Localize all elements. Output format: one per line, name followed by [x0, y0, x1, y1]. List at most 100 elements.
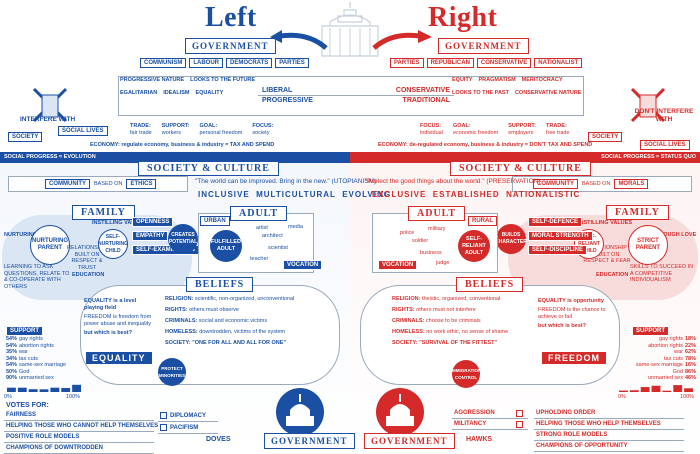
job: artist: [256, 225, 268, 231]
right-economy: ECONOMY: de-regulated economy, business …: [378, 142, 593, 148]
support-bar: [17, 387, 27, 392]
left-bottom-government: GOVERNMENT: [264, 433, 355, 449]
job: judge: [436, 260, 450, 266]
support-pct: 78%: [684, 355, 696, 362]
right-beliefs-label: BELIEFS: [456, 277, 524, 292]
support-row: 54%gay rights: [6, 336, 80, 343]
party-tag: CONSERVATIVE: [476, 58, 532, 68]
belief-value: downtrodden, victims of the system: [199, 329, 286, 335]
party-tag: REPUBLICAN: [426, 58, 474, 68]
support-pct: 50%: [6, 368, 18, 375]
support-pct: 34%: [6, 355, 18, 362]
job: architect: [262, 233, 283, 239]
support-topic: tax cuts: [19, 355, 38, 362]
party-tag: NATIONALIST: [534, 58, 583, 68]
right-beliefs-list: RELIGION: theistic, organized, conventio…: [392, 294, 508, 349]
right-community-row: COMMUNITY BASED ON MORALS: [512, 176, 692, 192]
trait: MERITOCRACY: [521, 77, 563, 83]
support-pct: 54%: [6, 342, 18, 349]
focus-key: FOCUS:: [420, 123, 442, 129]
nurturing-parent: NURTURING PARENT: [30, 225, 70, 265]
left-votes-for: VOTES FOR:: [6, 402, 49, 409]
vote-item: CHAMPIONS OF DOWNTRODDEN: [4, 443, 154, 454]
vote-item: CHAMPIONS OF OPPORTUNITY: [534, 441, 684, 452]
hawks-label: HAWKS: [466, 436, 493, 443]
left-family-item: NURTURING LOVE: [4, 232, 54, 238]
trait: LOOKS TO THE PAST: [452, 89, 509, 96]
support-pct: 54%: [6, 336, 18, 342]
job: business: [420, 250, 442, 256]
doves-label: DOVES: [206, 436, 231, 443]
education-right: EDUCATION: [596, 272, 629, 278]
support-pct: 86%: [684, 368, 696, 375]
relationship-left: RELATIONSHIP BUILT ON RESPECT & TRUST: [67, 245, 107, 271]
focus-value: free trade: [546, 129, 570, 136]
trait: PRAGMATISM: [478, 77, 516, 83]
left-support-chart: 54%gay rights 54%abortion rights 35%war …: [6, 336, 80, 382]
strict-parent: STRICT PARENT: [628, 225, 668, 265]
support-bar: [673, 385, 683, 392]
support-topic: war: [19, 349, 28, 355]
support-row: 34%tax cuts: [6, 356, 80, 363]
vote-text: FAIRNESS: [6, 412, 37, 418]
vote-item: UPHOLDING ORDER: [534, 408, 684, 419]
support-row: 54%abortion rights: [6, 343, 80, 350]
openness-arrow: OPENNESS: [132, 217, 174, 227]
self-nurturing-child: SELF-NURTURING CHILD: [98, 229, 128, 259]
social-lives-tag-left: SOCIAL LIVES: [58, 126, 108, 136]
vote-item: HELPING THOSE WHO HELP THEMSELVES: [534, 419, 684, 430]
belief-row: HOMELESS: no work ethic, no sense of sha…: [392, 327, 508, 338]
support-topic: gay rights: [19, 336, 43, 342]
support-topic: abortion rights: [19, 342, 54, 349]
right-family-label: FAMILY: [606, 205, 669, 220]
vocation-tag-left: VOCATION: [283, 260, 323, 270]
trait: IDEALISM: [163, 89, 190, 96]
party-tag: COMMUNISM: [140, 58, 187, 68]
equality-line: but which is best?: [84, 330, 132, 336]
job: military: [428, 226, 446, 232]
left-community-row: COMMUNITY BASED ON ETHICS: [8, 176, 188, 192]
vote-text: AGGRESSION: [454, 410, 495, 416]
freedom-line: but which is best?: [538, 323, 586, 329]
party-tag: PARTIES: [275, 58, 309, 68]
capitol-icon: [321, 2, 379, 57]
job: scientist: [268, 245, 288, 251]
left-beliefs-cloud: [80, 285, 340, 385]
vote-item: MILITANCY: [452, 419, 528, 430]
vote-text: HELPING THOSE WHO CANNOT HELP THEMSELVES: [6, 423, 159, 429]
support-pct: 46%: [684, 375, 696, 381]
builds-character-label: BUILDS CHARACTER: [495, 232, 527, 245]
right-parties: PARTIES REPUBLICAN CONSERVATIVE NATIONAL…: [390, 58, 583, 68]
belief-value: no work ethic, no sense of shame: [426, 329, 509, 335]
protect-minorities: PROTECT MINORITIES: [158, 358, 186, 386]
left-support-bars: [7, 384, 81, 392]
belief-value: theistic, organized, conventional: [421, 296, 501, 302]
belief-row: RELIGION: scientific, non-organized, unc…: [165, 294, 294, 305]
belief-value: "SURVIVAL OF THE FITTEST": [419, 340, 498, 346]
left-social-progress: SOCIAL PROGRESS = EVOLUTION: [0, 152, 350, 163]
support-bar: [61, 388, 71, 392]
focus-value: workers: [161, 129, 181, 136]
strict-parent-label: STRICT PARENT: [635, 238, 661, 251]
freedom-banner: FREEDOM: [542, 352, 606, 364]
focus-value: employers: [508, 129, 534, 136]
belief-value: "ONE FOR ALL AND ALL FOR ONE": [192, 340, 287, 346]
freedom-line: FREEDOM is the chance to achieve or fail: [538, 307, 606, 320]
vote-text: CHAMPIONS OF OPPORTUNITY: [536, 443, 628, 449]
vote-item: DIPLOMACY: [158, 410, 218, 423]
vote-item: HELPING THOSE WHO CANNOT HELP THEMSELVES: [4, 421, 158, 432]
trait: EGALITARIAN: [120, 89, 158, 96]
belief-key: CRIMINALS:: [392, 318, 425, 324]
belief-value: others must not interfere: [416, 307, 476, 313]
support-row: 35%war: [6, 349, 80, 356]
right-social-progress: SOCIAL PROGRESS = STATUS QUO: [350, 152, 700, 163]
skills-right: SKILLS TO SUCCEED IN A COMPETITIVE INDIV…: [630, 264, 694, 283]
right-votes-list-2: UPHOLDING ORDER HELPING THOSE WHO HELP T…: [534, 408, 684, 452]
vote-text: DIPLOMACY: [170, 413, 206, 420]
party-tag: DEMOCRATS: [226, 58, 273, 68]
fulfilled-adult: FULFILLED ADULT: [210, 230, 242, 262]
trait: PROGRESSIVE NATURE: [120, 77, 185, 83]
